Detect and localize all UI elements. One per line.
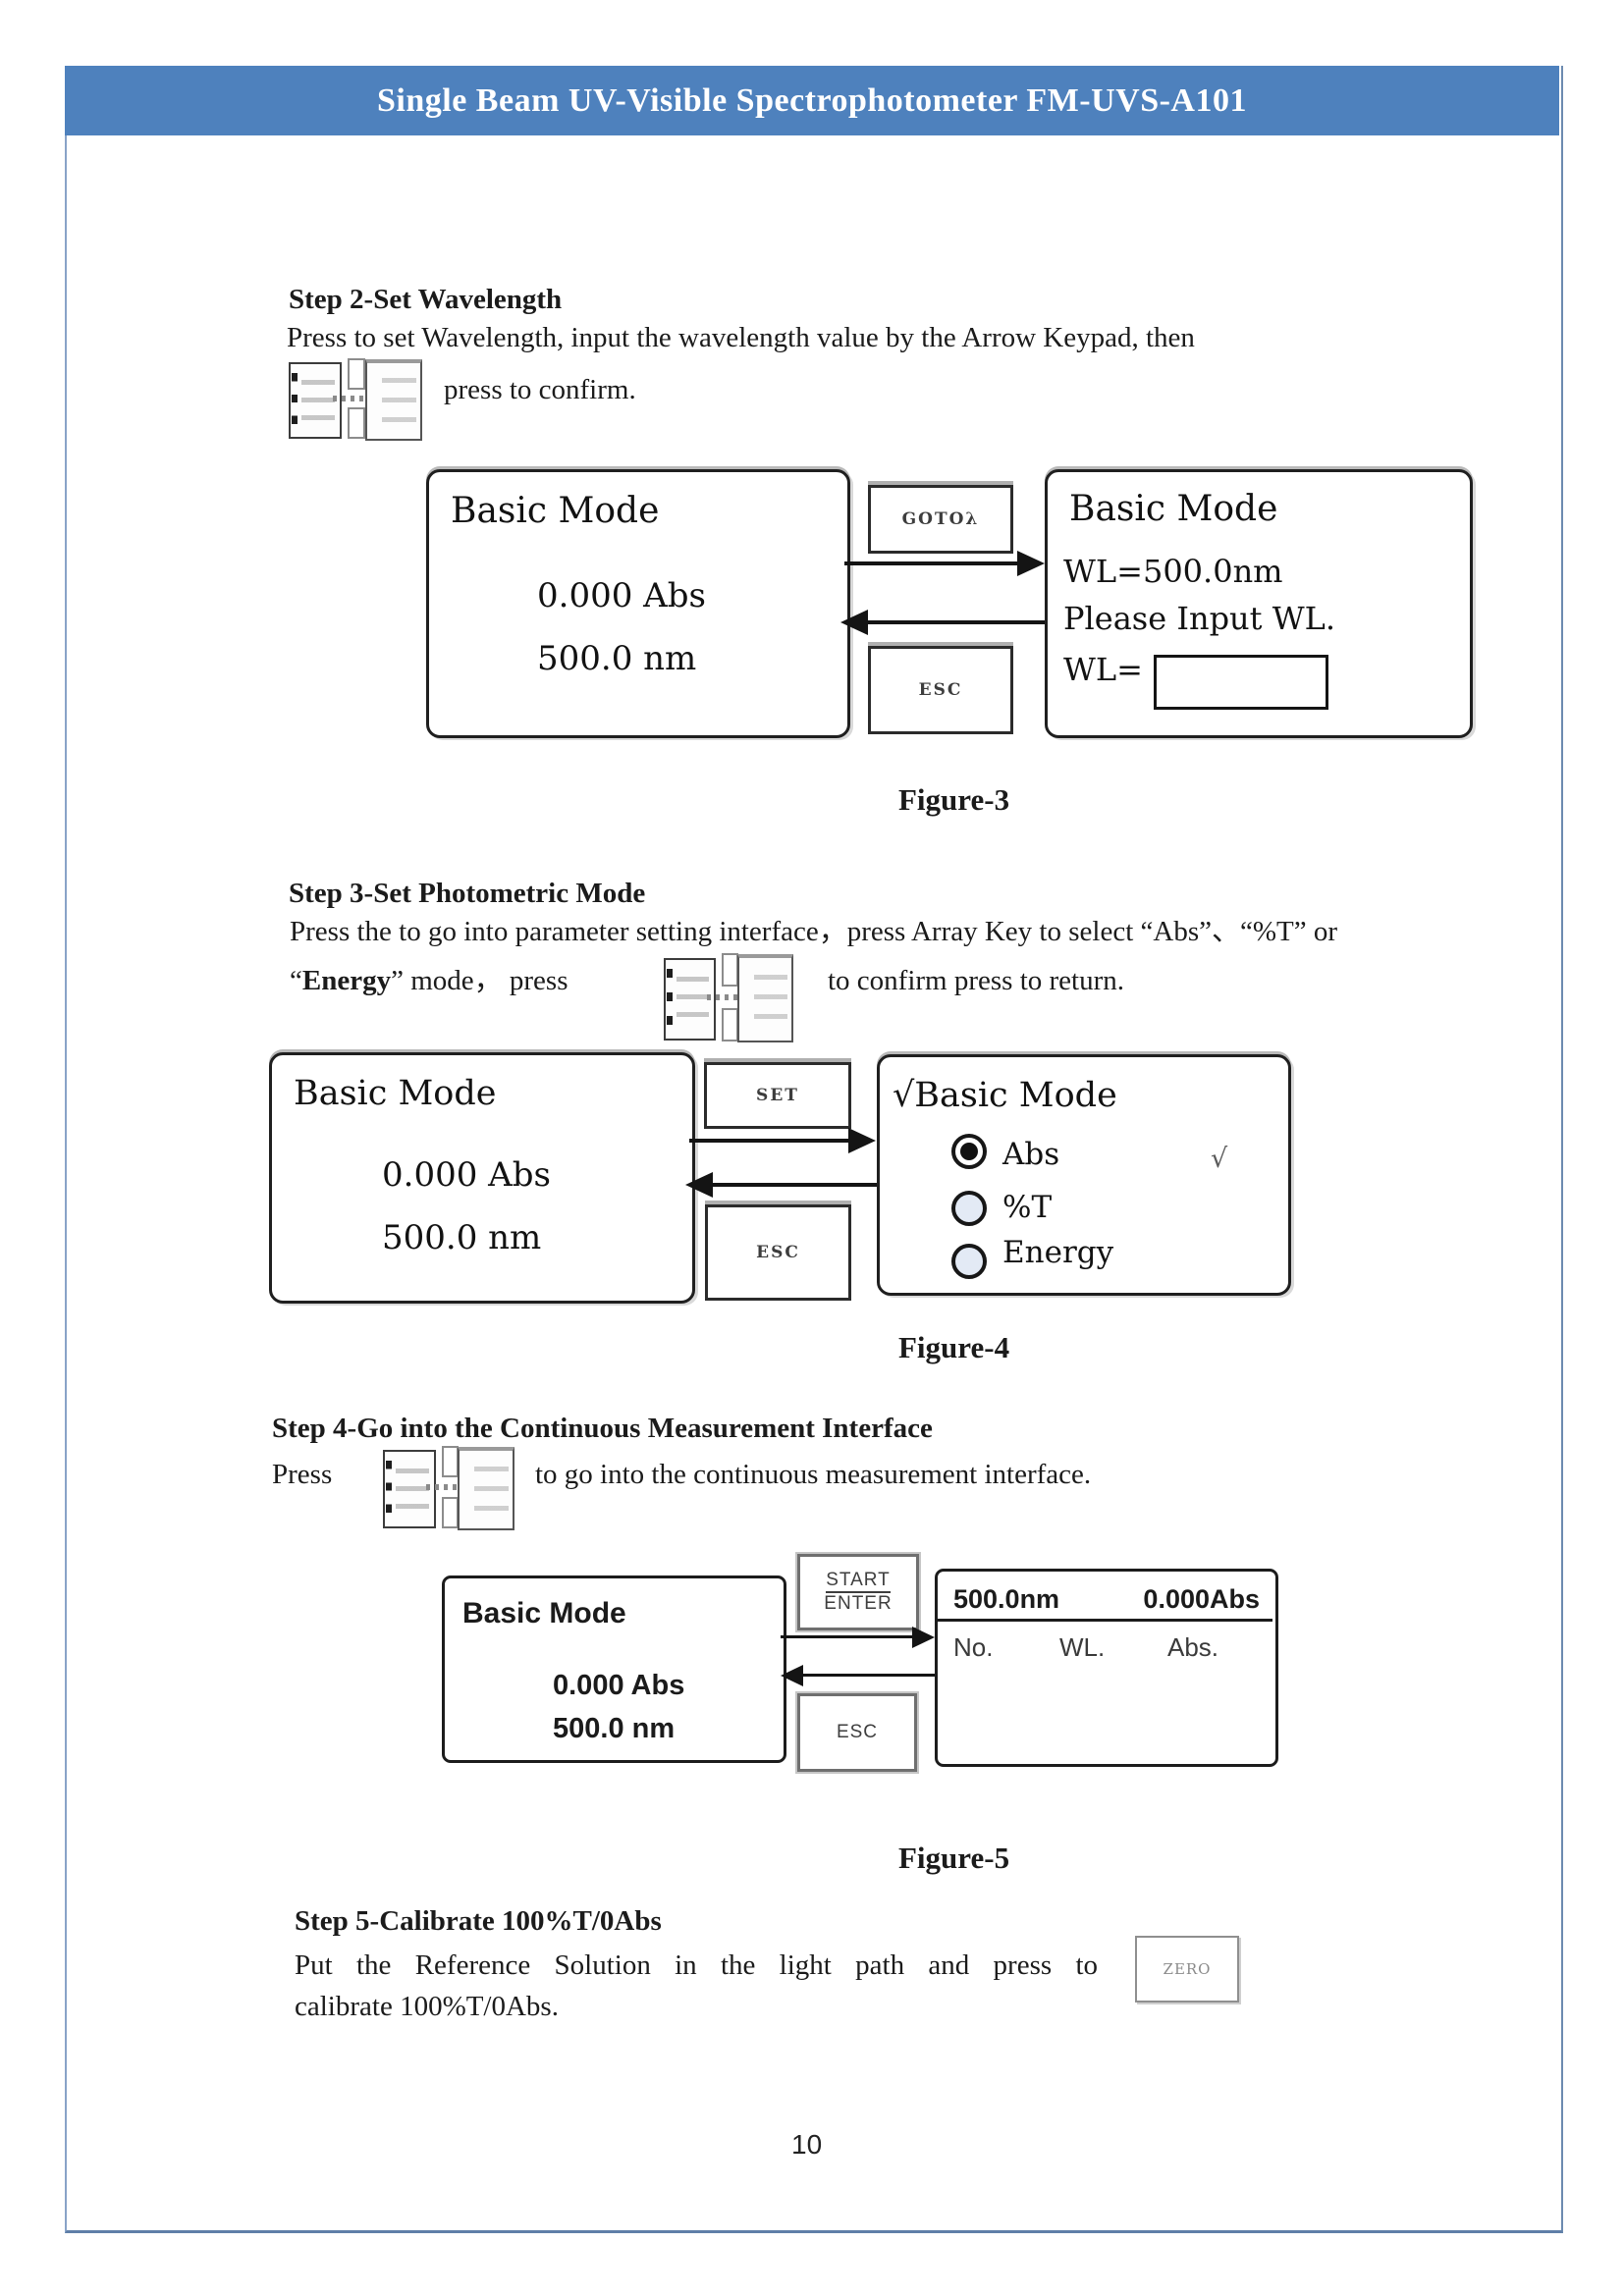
fig5-col-wl: WL.	[1059, 1632, 1106, 1662]
fig3-esc-key-label: ESC	[918, 680, 963, 700]
zero-key-label: ZERO	[1163, 1960, 1212, 1978]
fig3-right-wl-label: WL=	[1063, 651, 1143, 688]
fig5-left-wl-value: 500.0 nm	[553, 1713, 676, 1744]
fig3-arrow-right-line	[844, 561, 1023, 565]
figure5-caption: Figure-5	[898, 1841, 1010, 1875]
step5-line1: Put the Reference Solution in the light …	[295, 1949, 1098, 1981]
fig5-col-abs: Abs.	[1167, 1632, 1219, 1662]
thumb-detail	[706, 994, 747, 1001]
goto-key-label: GOTOλ	[901, 509, 980, 529]
fig5-left-lcd-screen: Basic Mode 0.000 Abs 500.0 nm	[442, 1575, 786, 1763]
fig5-right-wl-readout: 500.0nm	[953, 1584, 1060, 1614]
fig3-right-lcd-screen: Basic Mode WL=500.0nm Please Input WL. W…	[1045, 469, 1473, 738]
radio-abs-selected	[951, 1134, 987, 1169]
abs-check-mark: √	[1211, 1144, 1228, 1174]
zero-key-button: ZERO	[1135, 1936, 1239, 2002]
fig5-esc-key-label: ESC	[836, 1722, 879, 1742]
fig3-wl-input-box	[1154, 655, 1328, 710]
thumb-enter-key	[717, 952, 741, 1042]
step4-press-word: Press	[272, 1459, 333, 1490]
fig4-esc-key-label: ESC	[756, 1243, 800, 1262]
fig3-arrow-right-head-icon	[1017, 551, 1045, 576]
radio-percent-t	[951, 1191, 987, 1226]
fig4-arrow-left-head-icon	[685, 1172, 713, 1198]
radio-percent-t-label: %T	[1002, 1190, 1053, 1225]
radio-energy-label: Energy	[1002, 1235, 1114, 1270]
fig3-right-prompt: Please Input WL.	[1063, 600, 1335, 637]
set-key-button: SET	[704, 1062, 851, 1129]
step3-line1: Press the to go into parameter setting i…	[290, 916, 1337, 947]
page-number: 10	[791, 2129, 823, 2160]
keypad-screens-thumbnail	[383, 1445, 514, 1530]
figure4-caption: Figure-4	[898, 1330, 1010, 1364]
thumb-screen-right	[364, 358, 422, 441]
fig5-left-abs-value: 0.000 Abs	[553, 1670, 685, 1701]
page-header-bar: Single Beam UV-Visible Spectrophotometer…	[65, 66, 1559, 135]
thumb-screen-right	[458, 1446, 514, 1530]
page-border-frame	[65, 66, 1563, 2233]
fig4-arrow-right-line	[689, 1139, 852, 1143]
fig4-right-lcd-screen: √Basic Mode Abs √ %T Energy	[877, 1054, 1291, 1296]
step3-open-quote: “	[290, 965, 302, 996]
fig3-right-wl-value: WL=500.0nm	[1063, 553, 1283, 590]
thumb-detail	[426, 1484, 467, 1491]
step5-heading: Step 5-Calibrate 100%T/0Abs	[295, 1905, 662, 1937]
keypad-screens-thumbnail	[664, 952, 793, 1043]
step3-line2-tail: to confirm press to return.	[828, 965, 1125, 996]
fig5-arrow-left-head-icon	[781, 1665, 803, 1686]
keypad-screens-thumbnail	[289, 357, 422, 441]
fig4-left-wl-value: 500.0 nm	[382, 1218, 542, 1257]
fig4-right-title: √Basic Mode	[893, 1076, 1117, 1115]
goto-key-button: GOTOλ	[868, 485, 1013, 554]
step4-tail: to go into the continuous measurement in…	[535, 1459, 1092, 1490]
step5-line2: calibrate 100%T/0Abs.	[295, 1991, 559, 2022]
enter-key-label: ENTER	[824, 1593, 893, 1614]
fig5-right-separator	[935, 1619, 1272, 1622]
fig5-left-title: Basic Mode	[462, 1597, 626, 1629]
step2-line1: Press to set Wavelength, input the wavel…	[287, 322, 1195, 353]
fig3-right-title: Basic Mode	[1069, 489, 1278, 529]
thumb-enter-key	[344, 357, 369, 440]
fig5-esc-key-button: ESC	[797, 1693, 917, 1772]
fig3-left-wl-value: 500.0 nm	[537, 639, 697, 678]
step3-line2-mid: ” mode， press	[391, 965, 568, 996]
fig3-arrow-left-line	[868, 620, 1045, 624]
step3-energy-word: Energy	[301, 965, 392, 996]
start-key-label: START	[826, 1570, 891, 1593]
fig3-left-title: Basic Mode	[451, 491, 660, 531]
radio-abs-label: Abs	[1002, 1137, 1060, 1172]
step3-heading: Step 3-Set Photometric Mode	[289, 878, 646, 909]
radio-energy	[951, 1244, 987, 1279]
start-enter-key-button: START ENTER	[797, 1554, 919, 1630]
step2-line2: press to confirm.	[444, 374, 636, 405]
fig4-esc-key-button: ESC	[705, 1204, 851, 1301]
fig3-esc-key-button: ESC	[868, 646, 1013, 734]
step4-heading: Step 4-Go into the Continuous Measuremen…	[272, 1413, 933, 1444]
thumb-enter-key	[437, 1445, 461, 1529]
fig5-col-no: No.	[953, 1632, 994, 1662]
page-title: Single Beam UV-Visible Spectrophotometer…	[377, 81, 1247, 119]
thumb-detail	[332, 396, 375, 402]
fig3-left-lcd-screen: Basic Mode 0.000 Abs 500.0 nm	[426, 469, 850, 738]
step3-line2-lead: “Energy” mode， press	[290, 964, 568, 998]
fig4-arrow-right-head-icon	[848, 1128, 876, 1153]
step2-heading: Step 2-Set Wavelength	[289, 284, 563, 315]
fig5-right-abs-readout: 0.000Abs	[1143, 1584, 1260, 1614]
fig5-arrow-right-head-icon	[912, 1627, 935, 1648]
thumb-screen-right	[737, 953, 793, 1043]
fig4-left-title: Basic Mode	[294, 1074, 497, 1113]
fig3-left-abs-value: 0.000 Abs	[537, 576, 706, 615]
fig5-right-lcd-screen: 500.0nm 0.000Abs No. WL. Abs.	[935, 1569, 1278, 1767]
figure3-caption: Figure-3	[898, 782, 1010, 817]
fig4-left-abs-value: 0.000 Abs	[382, 1155, 551, 1195]
set-key-label: SET	[756, 1086, 799, 1105]
fig3-arrow-left-head-icon	[840, 610, 868, 635]
fig5-arrow-left-line	[803, 1674, 935, 1677]
fig5-arrow-right-line	[781, 1635, 915, 1638]
fig4-arrow-left-line	[713, 1183, 878, 1187]
fig4-left-lcd-screen: Basic Mode 0.000 Abs 500.0 nm	[269, 1052, 695, 1304]
